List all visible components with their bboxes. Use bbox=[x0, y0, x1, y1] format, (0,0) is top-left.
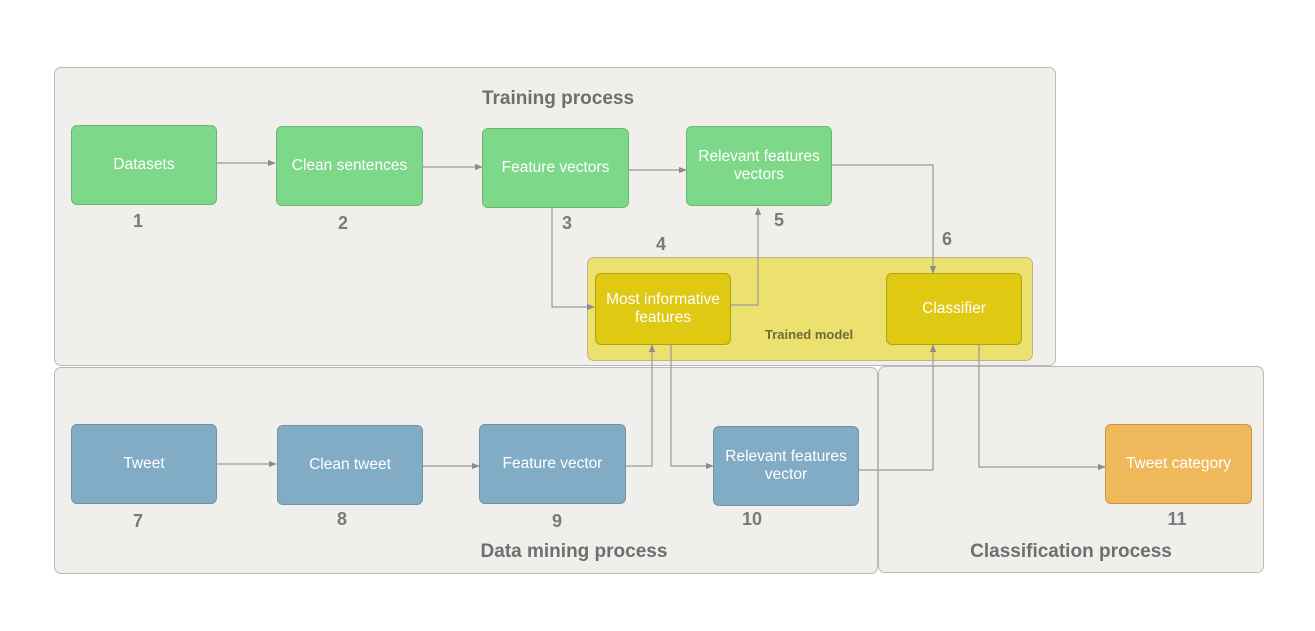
node-clean-sentences[interactable]: Clean sentences bbox=[276, 126, 423, 206]
arrow-feature-vectors-to-informative bbox=[551, 208, 595, 311]
trained-model-label: Trained model bbox=[765, 327, 854, 342]
step-number-6: 6 bbox=[941, 229, 952, 249]
arrow-relevant-to-classifier bbox=[832, 164, 937, 274]
node-datasets[interactable]: Datasets bbox=[71, 125, 217, 205]
arrow-classifier-to-tweet-category bbox=[978, 344, 1106, 471]
arrow-relevant-vector-to-classifier bbox=[859, 344, 937, 471]
node-most-informative-features[interactable]: Most informative features bbox=[595, 273, 731, 345]
node-classifier[interactable]: Classifier bbox=[886, 273, 1022, 345]
step-number-7: 7 bbox=[132, 511, 143, 531]
node-tweet[interactable]: Tweet bbox=[71, 424, 217, 504]
step-number-5: 5 bbox=[773, 210, 784, 230]
step-number-10: 10 bbox=[741, 509, 763, 529]
arrow-informative-to-relevant-vector bbox=[670, 345, 714, 470]
node-feature-vectors[interactable]: Feature vectors bbox=[482, 128, 629, 208]
step-number-2: 2 bbox=[337, 213, 348, 233]
step-number-8: 8 bbox=[336, 509, 347, 529]
node-relevant-features-vectors[interactable]: Relevant features vectors bbox=[686, 126, 832, 206]
step-number-3: 3 bbox=[561, 213, 572, 233]
arrow-feature-vector-to-informative bbox=[626, 344, 656, 467]
node-tweet-category[interactable]: Tweet category bbox=[1105, 424, 1252, 504]
step-number-1: 1 bbox=[132, 211, 143, 231]
data-mining-process-title: Data mining process bbox=[480, 541, 668, 562]
step-number-9: 9 bbox=[551, 511, 562, 531]
classification-process-title: Classification process bbox=[970, 541, 1172, 562]
node-clean-tweet[interactable]: Clean tweet bbox=[277, 425, 423, 505]
step-number-11: 11 bbox=[1167, 509, 1187, 529]
arrow-informative-to-relevant bbox=[730, 207, 762, 306]
training-process-title: Training process bbox=[481, 88, 635, 109]
node-feature-vector[interactable]: Feature vector bbox=[479, 424, 626, 504]
step-number-4: 4 bbox=[655, 234, 666, 254]
node-relevant-features-vector[interactable]: Relevant features vector bbox=[713, 426, 859, 506]
